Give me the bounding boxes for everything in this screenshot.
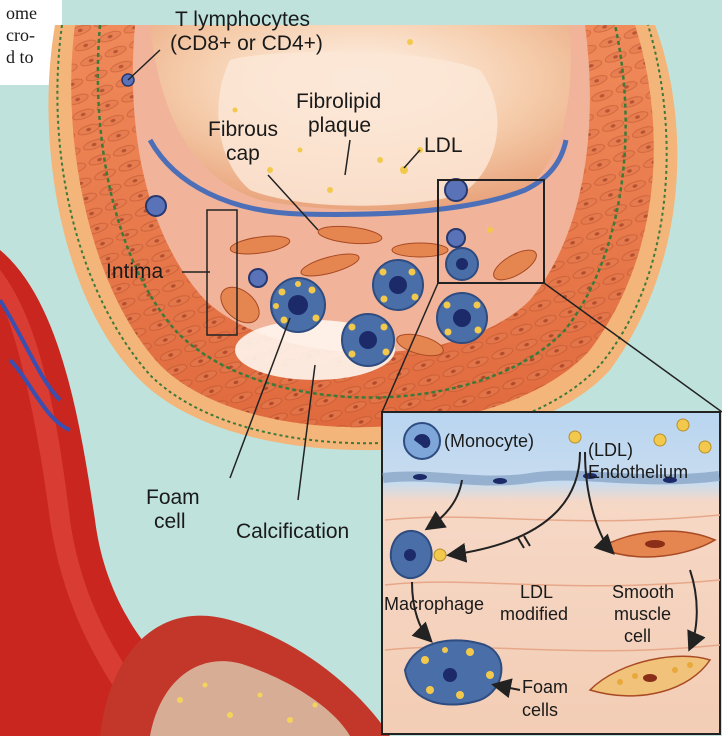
inset-label-cell: cell: [624, 626, 651, 647]
label-t-lymphocytes-sub: (CD8+ or CD4+): [170, 32, 323, 56]
inset-label-smooth: Smooth: [612, 582, 674, 603]
inset-label-monocyte: (Monocyte): [444, 431, 534, 452]
label-calcification: Calcification: [236, 520, 349, 544]
label-fibrous: Fibrous: [208, 118, 278, 142]
label-ldl: LDL: [424, 134, 463, 158]
inset-foam-cell: [405, 640, 501, 704]
foam-cell: [373, 260, 423, 310]
label-intima: Intima: [106, 260, 163, 284]
label-foam-cell: Foam: [146, 486, 200, 510]
label-t-lymphocytes: T lymphocytes: [175, 8, 310, 32]
inset-label-ldl: (LDL): [588, 440, 633, 461]
inset-label-muscle: muscle: [614, 604, 671, 625]
foam-cell: [437, 293, 487, 343]
label-fibrolipid: Fibrolipid: [296, 90, 381, 114]
page-fragment-line-2: cro-: [6, 24, 35, 46]
inset-label-foam: Foam: [522, 677, 568, 698]
inset-label-macrophage: Macrophage: [384, 594, 484, 615]
inset-monocyte: [404, 423, 440, 459]
inset-label-endothelium: Endothelium: [588, 462, 688, 483]
foam-cell: [446, 248, 478, 280]
page-fragment-line-1: ome: [6, 2, 37, 24]
foam-cell: [271, 278, 325, 332]
inset-label-ldl-modified-2: modified: [500, 604, 568, 625]
foam-cell: [342, 314, 394, 366]
inset-label-cells: cells: [522, 700, 558, 721]
label-cap: cap: [226, 142, 260, 166]
page-fragment-line-3: d to: [6, 46, 34, 68]
label-foam-cell-2: cell: [154, 510, 186, 534]
label-plaque: plaque: [308, 114, 371, 138]
inset-label-ldl-modified-1: LDL: [520, 582, 553, 603]
